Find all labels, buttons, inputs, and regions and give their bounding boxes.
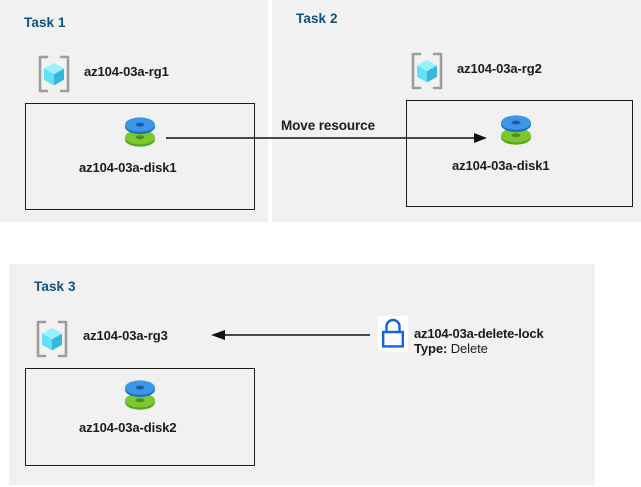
resource-label-task-2: az104-03a-disk1 bbox=[452, 158, 550, 173]
managed-disk-icon bbox=[119, 112, 161, 154]
lock-type-key: Type: bbox=[414, 341, 448, 356]
resource-label-task-1: az104-03a-disk1 bbox=[79, 160, 177, 175]
resource-group-cube-icon bbox=[34, 320, 70, 358]
resource-label-task-3: az104-03a-disk2 bbox=[79, 420, 177, 435]
resource-group-cube-icon bbox=[36, 55, 72, 93]
resource-group-boundary-task-3 bbox=[25, 368, 255, 466]
panel-title-task-1: Task 1 bbox=[24, 15, 66, 30]
panel-task-3 bbox=[9, 264, 595, 485]
managed-disk-icon bbox=[495, 110, 537, 152]
lock-type-row: Type: Delete bbox=[414, 341, 488, 356]
connector-label-move-resource: Move resource bbox=[281, 118, 375, 133]
panel-task-1 bbox=[0, 0, 268, 222]
resource-group-label-task-2: az104-03a-rg2 bbox=[457, 61, 542, 76]
panel-title-task-3: Task 3 bbox=[34, 279, 76, 294]
padlock-icon bbox=[378, 316, 408, 352]
lock-type-value: Delete bbox=[450, 341, 488, 356]
resource-group-boundary-task-2 bbox=[406, 100, 633, 207]
resource-group-label-task-1: az104-03a-rg1 bbox=[84, 64, 169, 79]
panel-title-task-2: Task 2 bbox=[296, 11, 338, 26]
panel-task-2 bbox=[272, 0, 641, 222]
resource-group-boundary-task-1 bbox=[25, 103, 255, 210]
managed-disk-icon bbox=[119, 375, 161, 417]
resource-group-cube-icon bbox=[409, 52, 445, 90]
resource-group-label-task-3: az104-03a-rg3 bbox=[83, 328, 168, 343]
lock-name-label: az104-03a-delete-lock bbox=[414, 326, 544, 341]
